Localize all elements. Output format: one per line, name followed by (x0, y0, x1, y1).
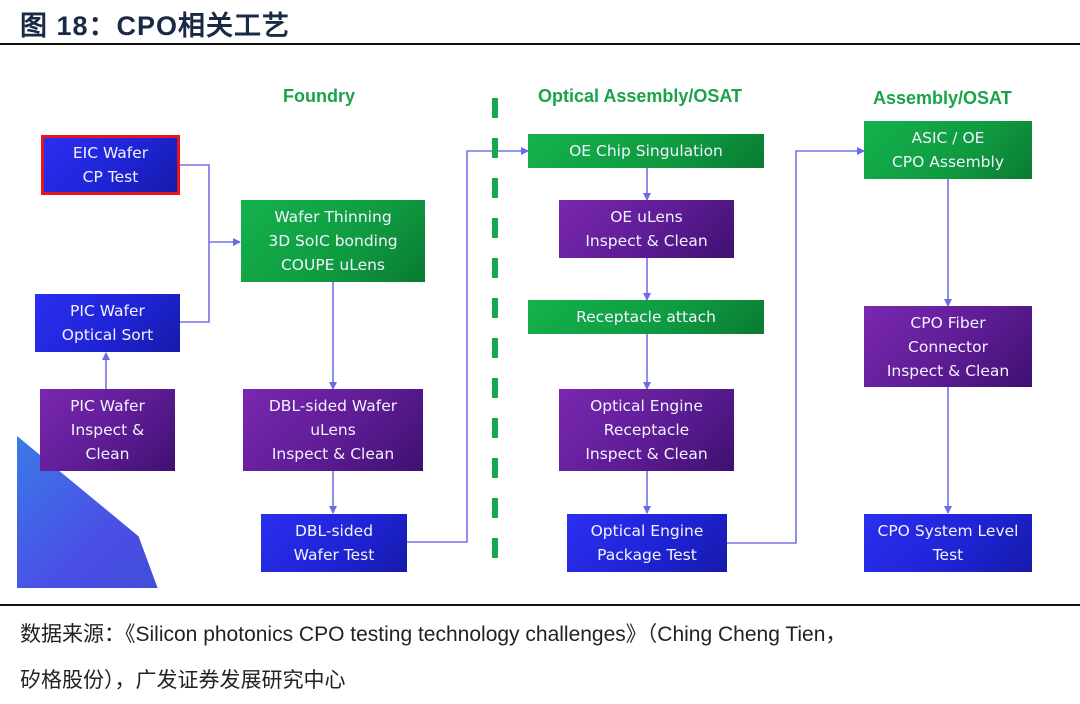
section-heading-foundry: Foundry (283, 86, 355, 106)
box-asic-oe-cpo-assembly: ASIC / OE CPO Assembly (864, 121, 1032, 179)
box-receptacle-attach: Receptacle attach (528, 300, 764, 334)
box-optical-engine-package-test: Optical Engine Package Test (567, 514, 727, 572)
figure-title: 图 18：CPO相关工艺 (20, 11, 291, 41)
bottom-divider (0, 604, 1080, 606)
box-cpo-system-level-test: CPO System Level Test (864, 514, 1032, 572)
connector-pic-sort-to-thinning (180, 242, 210, 323)
box-cpo-fiber-connector: CPO Fiber Connector Inspect & Clean (864, 306, 1032, 387)
box-oe-ulens-inspect-clean: OE uLens Inspect & Clean (559, 200, 734, 258)
box-dbl-sided-wafer-ulens: DBL-sided Wafer uLens Inspect & Clean (243, 389, 423, 471)
section-heading-optical-assembly: Optical Assembly/OSAT (538, 86, 743, 106)
connector-eic-to-thinning (180, 164, 241, 246)
box-wafer-thinning: Wafer Thinning 3D SoIC bonding COUPE uLe… (241, 200, 425, 282)
box-dbl-sided-wafer-test: DBL-sided Wafer Test (261, 514, 407, 572)
box-pic-wafer-optical-sort: PIC Wafer Optical Sort (35, 294, 180, 352)
box-eic-wafer-cp-test: EIC Wafer CP Test (41, 135, 180, 195)
source-line-2: 矽格股份），广发证券发展研究中心 (20, 669, 346, 692)
box-oe-chip-singulation: OE Chip Singulation (528, 134, 764, 168)
connector-dbl-test-to-singulation (407, 147, 529, 543)
box-optical-engine-receptacle: Optical Engine Receptacle Inspect & Clea… (559, 389, 734, 471)
connector-package-test-to-asic (727, 147, 865, 544)
top-divider (0, 43, 1080, 45)
section-heading-assembly: Assembly/OSAT (873, 88, 1012, 108)
source-line-1: 数据来源：《Silicon photonics CPO testing tech… (20, 623, 847, 646)
box-pic-wafer-inspect-clean: PIC Wafer Inspect & Clean (40, 389, 175, 471)
